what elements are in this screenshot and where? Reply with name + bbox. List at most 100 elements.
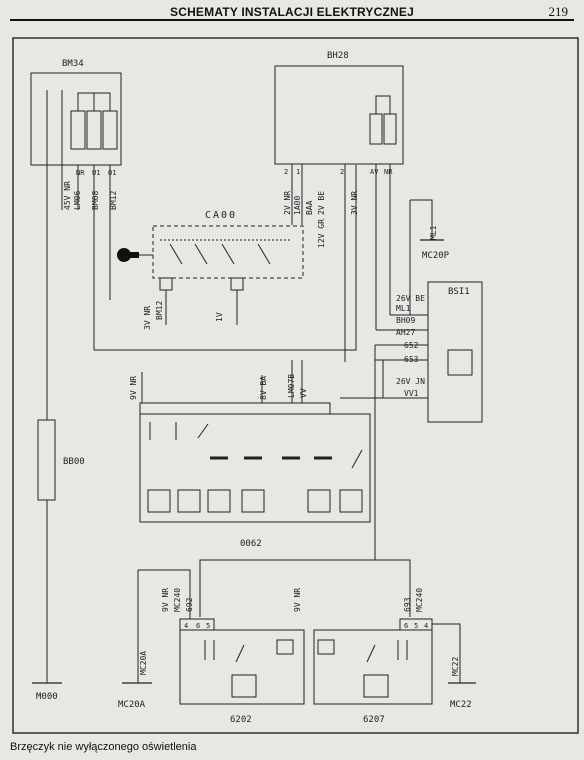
wire-label-mc20p: ML1 [429, 225, 438, 240]
6207-car-icon [363, 674, 389, 698]
bm34-bridge [77, 92, 95, 111]
label-bm34: BM34 [62, 59, 84, 69]
bh28-pin-ar: AV [370, 168, 379, 176]
wire-6207-a [432, 623, 461, 630]
wire-label-6207-2: 693 [403, 597, 412, 612]
cv00-box [139, 413, 371, 523]
wire-label-6202-1: 9V NR [161, 588, 170, 612]
6207-switch [366, 644, 376, 663]
6202-pin-3: 5 [206, 622, 210, 630]
cado-box [152, 225, 304, 279]
wire-label-cado-3: 1V [215, 312, 224, 322]
cv00-switch-1 [197, 423, 209, 439]
label-mc22: MC22 [450, 700, 472, 710]
6202-motor [276, 639, 294, 655]
wire-label-bh28-3: BAA [305, 200, 314, 215]
cv00-icon-box-3 [207, 489, 231, 513]
wire-label-bsi-3: BH09 [396, 316, 415, 325]
wire-label-bh28-4: 2V BE [317, 191, 326, 215]
bm34-pin-2: U1 [92, 169, 100, 177]
6202-pin-2: 6 [196, 622, 200, 630]
wire-label-6207-1: 9V NR [293, 588, 302, 612]
bm34-fuse-1 [70, 110, 86, 150]
wire-bm34-bh28 [94, 165, 357, 351]
label-mc20p: MC20P [422, 251, 450, 261]
wire-label-bm34-1: 45V NR [63, 181, 72, 210]
cv00-switch-2 [351, 449, 363, 469]
bh28-pin-2: 1 [296, 168, 300, 176]
wire-label-bh28-6: 3V NR [350, 191, 359, 215]
bm34-pin-3: O1 [108, 169, 116, 177]
label-6202: 6202 [230, 715, 252, 725]
bm34-box [30, 72, 122, 166]
wire-label-mc22: MC22 [451, 657, 460, 676]
bh28-pin-1: 2 [284, 168, 288, 176]
bh28-box [274, 65, 404, 165]
label-bb00: BB00 [63, 457, 85, 467]
wire-label-bsi-4: AH27 [396, 328, 415, 337]
key-icon [117, 248, 139, 262]
wire-label-bh28-5: 12V GR [317, 219, 326, 248]
wire-label-mc20a: MC20A [139, 651, 148, 675]
wire-label-cv00-1: 9V NR [129, 376, 138, 400]
cado-switch-2 [194, 243, 208, 265]
wire-to-6202 [199, 559, 375, 617]
wire-label-bsi-7: 26V JN [396, 377, 425, 386]
label-cv00: 0062 [240, 539, 262, 549]
bm34-pin-1: NR [76, 169, 85, 177]
cado-terminal-1 [159, 277, 173, 291]
bm34-bridge-2 [94, 92, 111, 111]
6207-pin-2: 5 [414, 622, 418, 630]
cv00-icon-box-5 [307, 489, 331, 513]
wire-label-bm34-2: LM06 [73, 191, 82, 210]
cv00-connector [139, 402, 331, 415]
wire-label-cv00-4: VV [299, 388, 308, 398]
figure-caption: Brzęczyk nie wyłączonego oświetlenia [10, 741, 197, 753]
wire-label-bh28-1: 2V NR [283, 191, 292, 215]
6207-motor [317, 639, 335, 655]
cv00-icon-box-2 [177, 489, 201, 513]
wire-label-bm34-3: BM08 [91, 191, 100, 210]
page-title: SCHEMATY INSTALACJI ELEKTRYCZNEJ [170, 5, 414, 19]
bh28-pin-nr: NR [384, 168, 393, 176]
wire-label-bsi-6: 653 [404, 355, 419, 364]
wire-label-cado-1: 3V NR [143, 306, 152, 330]
bm34-fuse-2 [86, 110, 102, 150]
wire-label-6207-3: MC240 [415, 588, 424, 612]
cado-terminal-2 [230, 277, 244, 291]
wire-label-bsi-2: ML1 [396, 304, 411, 313]
label-6207: 6207 [363, 715, 385, 725]
bm34-fuse-3 [102, 110, 118, 150]
page-number: 219 [548, 4, 569, 19]
unit-6202-connector [179, 618, 215, 631]
wiring-diagram: BM34 BH28 CA00 BSI1 BB00 0062 M000 MC20A… [12, 37, 579, 734]
wire-6202-a [138, 569, 191, 619]
unit-6207-box [313, 629, 433, 705]
label-cado: CA00 [205, 210, 237, 221]
bh28-pin-3: 2 [340, 168, 344, 176]
6202-pin-1: 4 [184, 622, 188, 630]
wire-label-bsi-8: VV1 [404, 389, 419, 398]
bsi1-box [427, 281, 483, 423]
bh28-fuse-2 [383, 113, 397, 145]
6202-switch [235, 644, 245, 663]
bb00-box [37, 419, 56, 501]
wire-label-bsi-1: 26V BE [396, 294, 425, 303]
cado-switch-4 [257, 243, 271, 265]
bh28-bridge [375, 95, 391, 114]
page-header: SCHEMATY INSTALACJI ELEKTRYCZNEJ 219 [0, 0, 584, 26]
6207-pin-3: 4 [424, 622, 428, 630]
cado-switch-3 [221, 243, 235, 265]
wire-mc20p [410, 199, 433, 240]
label-bh28: BH28 [327, 51, 349, 61]
label-m000: M000 [36, 692, 58, 702]
wire-label-6202-2: MC240 [173, 588, 182, 612]
cado-switch-1 [169, 243, 183, 265]
wire-label-cado-2: BM12 [155, 301, 164, 320]
cv00-icon-box-6 [339, 489, 363, 513]
6202-car-icon [231, 674, 257, 698]
wire-label-bm34-4: BM12 [109, 191, 118, 210]
wire-label-6202-3: 692 [185, 597, 194, 612]
6207-pin-1: 6 [404, 622, 408, 630]
wire-label-bh28-2: 1A00 [293, 196, 302, 215]
